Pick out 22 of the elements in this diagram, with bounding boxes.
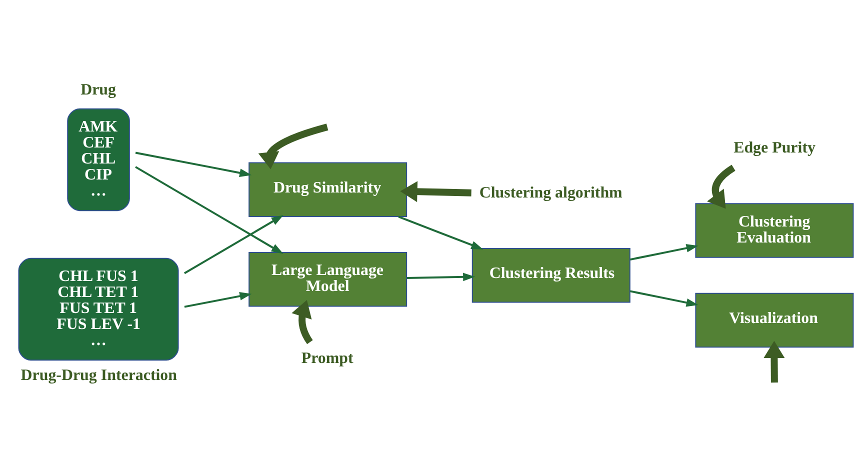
node-text: Clustering algorithm [479, 184, 622, 201]
arrow [184, 214, 284, 274]
arrow [398, 215, 484, 249]
arrow [630, 244, 698, 260]
node-text: Prompt [301, 349, 354, 366]
node-box: Large Language Model [248, 251, 408, 306]
node-box: Clustering Evaluation [695, 202, 854, 258]
node-text: Edge Purity [734, 139, 816, 156]
arrow [135, 166, 284, 254]
arrow [630, 290, 698, 306]
node-box: Drug Similarity [248, 162, 408, 217]
node-label: Drug-Drug Interaction [20, 366, 178, 384]
arrow [400, 180, 472, 202]
arrow [135, 151, 252, 176]
node-label: Drug [80, 81, 116, 98]
arrow [292, 299, 313, 344]
arrow [258, 123, 328, 169]
node-box: Clustering Results [472, 247, 630, 302]
arrow [184, 292, 252, 308]
node-box: Visualization [695, 292, 854, 348]
arrow [406, 272, 476, 281]
arrow [764, 340, 785, 382]
